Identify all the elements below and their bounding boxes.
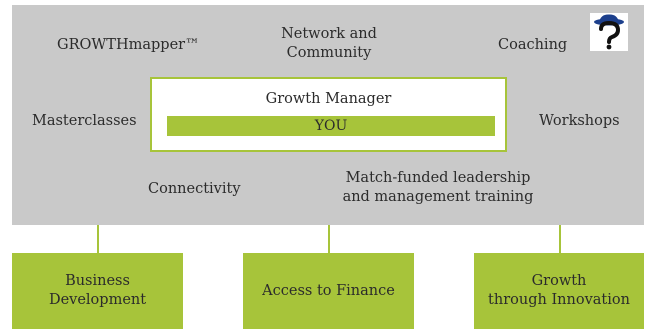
outcome-growth-through-innovation: Growth through Innovation [474, 253, 644, 329]
connector-finance [328, 225, 330, 253]
outcome-business-development: Business Development [12, 253, 183, 329]
label-coaching: Coaching [498, 37, 568, 53]
label-matchfunded-line2: and management training [342, 189, 534, 205]
question-mark-hat-logo-icon [590, 13, 628, 51]
growth-manager-title: Growth Manager [265, 91, 392, 107]
outcome-business-line1: Business [65, 273, 130, 289]
outcome-access-to-finance: Access to Finance [243, 253, 414, 329]
label-network-line2: Community [286, 45, 372, 61]
you-bar: YOU [167, 116, 495, 136]
outcome-business-line2: Development [48, 292, 147, 308]
label-matchfunded-training: Match-funded leadership and management t… [338, 169, 538, 207]
label-network-community: Network and Community [269, 25, 389, 63]
outcome-finance-label: Access to Finance [262, 282, 395, 299]
growth-manager-box: Growth Manager YOU [150, 77, 507, 152]
label-matchfunded-line1: Match-funded leadership [345, 170, 531, 186]
connector-innovation [559, 225, 561, 253]
outcome-innovation-line1: Growth [531, 273, 587, 289]
outcome-innovation-line2: through Innovation [488, 292, 630, 308]
label-growthmapper: GROWTHmapper™ [57, 37, 200, 53]
label-workshops: Workshops [539, 113, 620, 129]
label-masterclasses: Masterclasses [32, 113, 137, 129]
label-connectivity: Connectivity [148, 181, 241, 197]
logo-graphic [594, 14, 624, 50]
label-network-line1: Network and [281, 26, 377, 42]
connector-business [97, 225, 99, 253]
